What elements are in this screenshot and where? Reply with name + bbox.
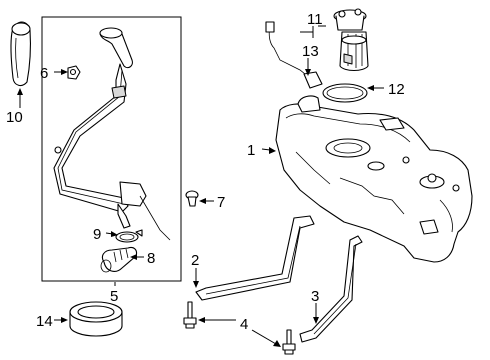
push-pin-part <box>185 190 199 207</box>
callout-2: 2 <box>191 252 199 269</box>
callout-12: 12 <box>388 81 405 98</box>
callout-7: 7 <box>217 194 225 211</box>
callout-3: 3 <box>311 288 319 305</box>
lock-ring-part <box>69 301 123 337</box>
hose-clamp-part <box>115 229 143 243</box>
callout-1: 1 <box>247 142 255 159</box>
callout-10: 10 <box>6 109 23 126</box>
callout-13: 13 <box>302 43 319 60</box>
callout-14: 14 <box>36 313 53 330</box>
rear-strap-part <box>299 235 363 343</box>
filler-cover-part <box>10 21 31 87</box>
filler-pipe-part <box>53 27 171 241</box>
filler-group-box <box>41 16 182 282</box>
callout-11: 11 <box>307 11 323 28</box>
strap-bolt-part-2 <box>282 329 296 355</box>
callout-6: 6 <box>40 65 48 82</box>
retaining-clip-part <box>67 65 81 80</box>
fuel-pump-module-part <box>333 8 369 72</box>
fuel-level-sender-part <box>265 21 323 89</box>
lock-ring-seal-part <box>322 83 368 103</box>
fuel-tank-part <box>275 95 473 263</box>
front-strap-part <box>195 215 315 301</box>
callout-4: 4 <box>240 316 248 333</box>
callout-8: 8 <box>147 250 155 267</box>
filler-hose-part <box>100 246 138 273</box>
callout-5: 5 <box>110 288 118 305</box>
strap-bolt-part <box>183 301 197 329</box>
callout-9: 9 <box>93 226 101 243</box>
